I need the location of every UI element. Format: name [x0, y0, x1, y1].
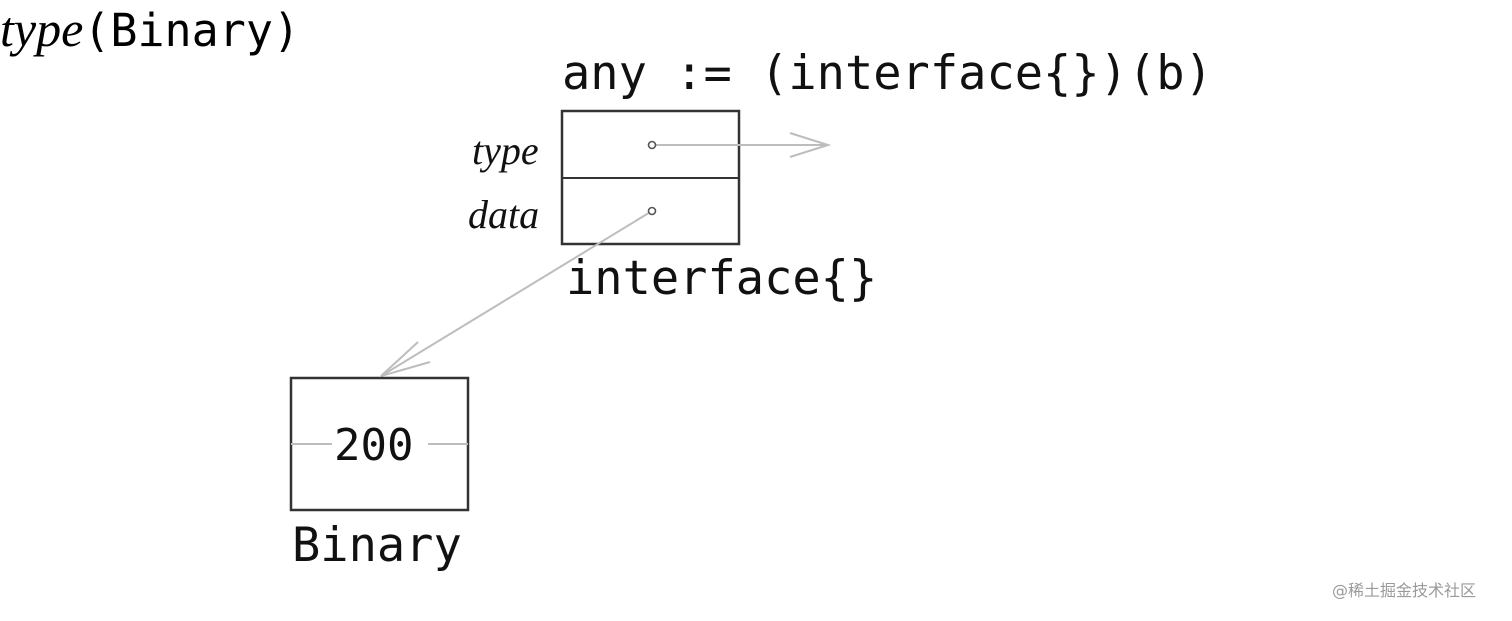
type-pointer-dot [647, 140, 657, 150]
data-pointer-arrowhead [380, 341, 431, 377]
type-target-mono: (Binary) [83, 4, 301, 57]
type-pointer-arrowhead [789, 132, 832, 158]
field-label-type: type [472, 128, 539, 173]
value-box-value: 200 [334, 420, 414, 471]
data-pointer-dot [647, 206, 657, 216]
conversion-code: any := (interface{})(b) [562, 46, 1213, 101]
watermark: @稀土掘金技术社区 [1332, 581, 1477, 600]
type-target-italic: type [0, 1, 84, 57]
data-pointer-line [380, 210, 653, 377]
value-box-caption: Binary [292, 518, 462, 573]
interface-caption: interface{} [566, 251, 878, 306]
field-label-data: data [468, 192, 540, 237]
type-target-label: type(Binary) [0, 0, 1512, 60]
